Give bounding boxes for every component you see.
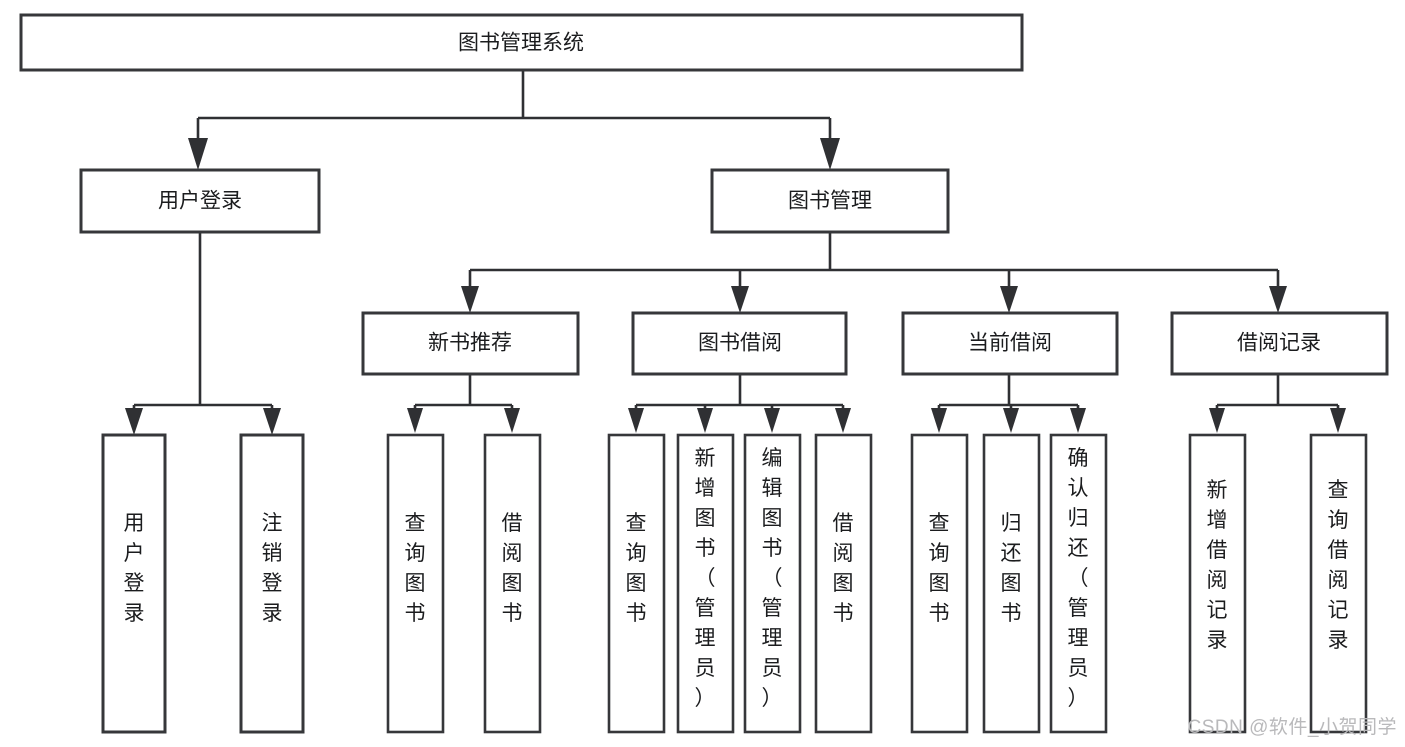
leaf-query-book-1-box[interactable] (386, 433, 445, 734)
node-leaf-edit-book[interactable]: 编辑图书（管理员） (743, 433, 802, 734)
node-leaf-add-book[interactable]: 新增图书（管理员） (676, 433, 735, 734)
node-user-login[interactable]: 用户登录 (79, 168, 321, 234)
arrow-to-leaf-user-login (125, 408, 143, 435)
arrow-to-new-book-recommend (461, 286, 479, 313)
leaf-user-login-box[interactable] (101, 433, 167, 734)
node-leaf-query-book-2[interactable]: 查询图书 (607, 433, 666, 734)
book-borrow-box[interactable] (631, 311, 848, 376)
arrow-to-user-login (188, 138, 208, 170)
csdn-watermark: CSDN @软件_小贺同学 (1187, 717, 1397, 738)
node-leaf-return-book[interactable]: 归还图书 (982, 433, 1041, 734)
node-leaf-query-record[interactable]: 查询借阅记录 (1309, 433, 1368, 734)
current-borrow-label: 当前借阅 (968, 332, 1052, 355)
leaf-borrow-book-2-box[interactable] (814, 433, 873, 734)
root-label: 图书管理系统 (458, 32, 584, 55)
leaf-query-record-box[interactable] (1309, 433, 1368, 734)
leaf-borrow-book-1-label: 借阅图书 (502, 512, 523, 625)
arrow-to-leaf-add-book (697, 408, 713, 433)
user-login-label: 用户登录 (158, 190, 242, 213)
arrow-to-leaf-user-logout (263, 408, 281, 435)
node-leaf-query-book-3[interactable]: 查询图书 (910, 433, 969, 734)
arrow-to-leaf-confirm-return (1070, 408, 1086, 433)
borrow-record-box[interactable] (1170, 311, 1389, 376)
node-leaf-confirm-return[interactable]: 确认归还（管理员） (1049, 433, 1108, 734)
arrow-to-leaf-edit-book (764, 408, 780, 433)
leaf-add-book-box[interactable] (676, 433, 735, 734)
arrow-to-leaf-query-book-3 (931, 408, 947, 433)
arrow-to-book-borrow (731, 286, 749, 313)
new-book-recommend-label: 新书推荐 (428, 332, 512, 355)
leaf-query-book-2-label: 查询图书 (626, 512, 647, 625)
leaf-query-book-1-label: 查询图书 (405, 512, 426, 625)
leaf-add-record-label: 新增借阅记录 (1207, 479, 1228, 652)
leaf-edit-book-box[interactable] (743, 433, 802, 734)
leaf-borrow-book-2-label: 借阅图书 (833, 512, 854, 625)
arrow-to-book-management (820, 138, 840, 170)
node-book-borrow[interactable]: 图书借阅 (631, 311, 848, 376)
leaf-query-book-2-box[interactable] (607, 433, 666, 734)
arrow-to-leaf-borrow-book-1 (504, 408, 520, 433)
arrow-to-leaf-query-book-1 (407, 408, 423, 433)
node-new-book-recommend[interactable]: 新书推荐 (361, 311, 580, 376)
root-box[interactable] (19, 13, 1024, 72)
new-book-recommend-box[interactable] (361, 311, 580, 376)
leaf-query-record-label: 查询借阅记录 (1328, 479, 1349, 652)
arrow-to-current-borrow (1000, 286, 1018, 313)
leaf-user-logout-box[interactable] (239, 433, 305, 734)
node-leaf-borrow-book-2[interactable]: 借阅图书 (814, 433, 873, 734)
node-leaf-user-login[interactable]: 用户登录 (101, 433, 167, 734)
leaf-add-record-box[interactable] (1188, 433, 1247, 734)
arrow-to-borrow-record (1269, 286, 1287, 313)
leaf-user-login-label: 用户登录 (124, 512, 145, 625)
node-current-borrow[interactable]: 当前借阅 (901, 311, 1119, 376)
leaf-borrow-book-1-box[interactable] (483, 433, 542, 734)
leaf-return-book-box[interactable] (982, 433, 1041, 734)
leaf-query-book-3-label: 查询图书 (929, 512, 950, 625)
leaf-user-logout-label: 注销登录 (262, 512, 283, 625)
borrow-record-label: 借阅记录 (1237, 332, 1321, 355)
node-borrow-record[interactable]: 借阅记录 (1170, 311, 1389, 376)
leaf-query-book-3-box[interactable] (910, 433, 969, 734)
arrow-to-leaf-return-book (1003, 408, 1019, 433)
node-root[interactable]: 图书管理系统 (19, 13, 1024, 72)
leaf-add-book-label: 新增图书（管理员） (695, 447, 716, 710)
user-login-box[interactable] (79, 168, 321, 234)
arrow-to-leaf-add-record (1209, 408, 1225, 433)
node-leaf-query-book-1[interactable]: 查询图书 (386, 433, 445, 734)
node-leaf-borrow-book-1[interactable]: 借阅图书 (483, 433, 542, 734)
arrow-to-leaf-query-record (1330, 408, 1346, 433)
current-borrow-box[interactable] (901, 311, 1119, 376)
leaf-return-book-label: 归还图书 (1001, 512, 1022, 625)
leaf-edit-book-label: 编辑图书（管理员） (762, 447, 783, 710)
node-book-management[interactable]: 图书管理 (710, 168, 950, 234)
leaf-confirm-return-box[interactable] (1049, 433, 1108, 734)
node-leaf-add-record[interactable]: 新增借阅记录 (1188, 433, 1247, 734)
leaf-confirm-return-label: 确认归还（管理员） (1068, 447, 1089, 710)
arrow-to-leaf-query-book-2 (628, 408, 644, 433)
book-management-box[interactable] (710, 168, 950, 234)
edges-layer (125, 70, 1346, 435)
book-borrow-label: 图书借阅 (698, 332, 782, 355)
node-leaf-user-logout[interactable]: 注销登录 (239, 433, 305, 734)
arrow-to-leaf-borrow-book-2 (835, 408, 851, 433)
book-management-label: 图书管理 (788, 190, 872, 213)
